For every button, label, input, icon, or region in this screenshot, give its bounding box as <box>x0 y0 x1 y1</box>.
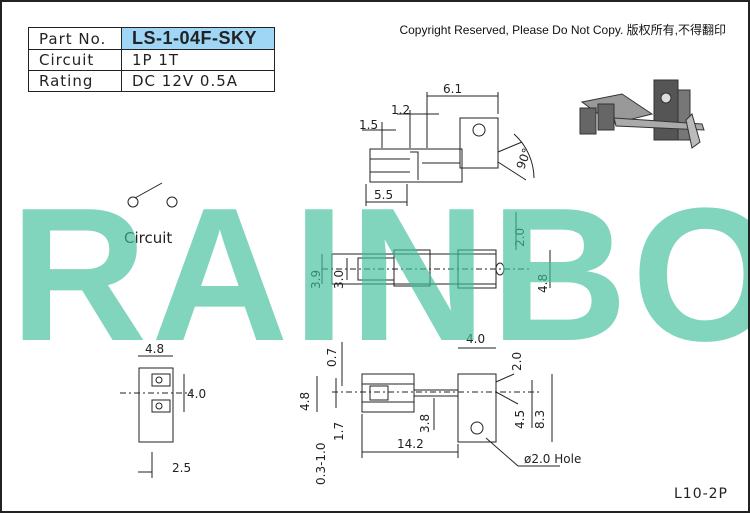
spec-row-part-no: Part No. LS-1-04F-SKY <box>28 27 275 50</box>
spec-key: Circuit <box>28 49 122 71</box>
dim-label: 5.5 <box>374 188 393 202</box>
dim-label: 90° <box>514 146 534 171</box>
dim-label: 3.8 <box>418 414 432 433</box>
product-3d-render <box>579 79 705 149</box>
dim-label: 2.0 <box>513 228 527 247</box>
dim-label: 1.5 <box>359 118 378 132</box>
side-view-drawing <box>120 355 192 478</box>
hole-label: ø2.0 Hole <box>524 452 581 466</box>
top-view-drawing <box>362 92 535 206</box>
dim-label: 4.0 <box>466 332 485 346</box>
copyright-notice: Copyright Reserved, Please Do Not Copy. … <box>399 23 726 37</box>
spec-key: Part No. <box>28 27 122 50</box>
dim-label: 4.5 <box>513 410 527 429</box>
bottom-view-drawing <box>316 342 560 467</box>
circuit-symbol: Circuit <box>124 182 178 247</box>
dim-label: 4.8 <box>536 274 550 293</box>
spec-key: Rating <box>28 70 122 92</box>
dim-label: 4.0 <box>187 387 206 401</box>
dim-label: 6.1 <box>443 82 462 96</box>
dim-label: 2.5 <box>172 461 191 475</box>
dim-label: 3.9 <box>309 270 323 289</box>
dim-label: 4.8 <box>145 342 164 356</box>
spec-row-rating: Rating DC 12V 0.5A <box>28 70 275 92</box>
spec-table: Part No. LS-1-04F-SKY Circuit 1P 1T Rati… <box>28 27 275 92</box>
circuit-label: Circuit <box>124 229 172 247</box>
dim-label: 0.7 <box>325 348 339 367</box>
dim-label: 2.0 <box>510 352 524 371</box>
footer-code: L10-2P <box>673 486 728 502</box>
dim-label: 3.0 <box>332 270 346 289</box>
dim-label: 4.8 <box>298 392 312 411</box>
spec-value: DC 12V 0.5A <box>121 70 275 92</box>
dim-label: 1.2 <box>391 103 410 117</box>
dim-label: 8.3 <box>533 410 547 429</box>
middle-view-drawing <box>321 212 551 289</box>
dim-label: 0.3-1.0 <box>314 443 328 486</box>
dim-label: 1.7 <box>332 422 346 441</box>
part-number: LS-1-04F-SKY <box>121 27 275 50</box>
dim-label: 14.2 <box>397 437 424 451</box>
